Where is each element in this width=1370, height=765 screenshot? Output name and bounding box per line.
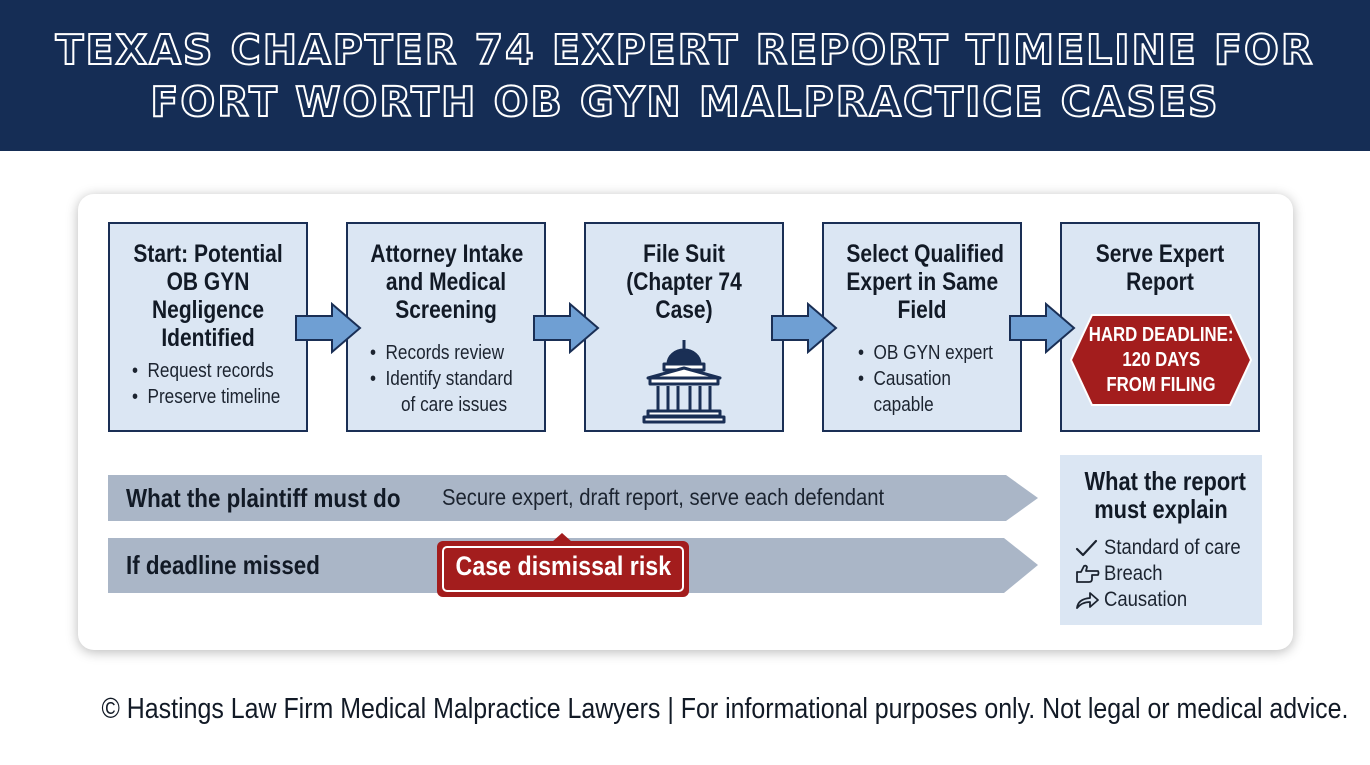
step-start: Start: Potential OB GYN Negligence Ident… <box>108 222 308 432</box>
step-title-line: File Suit <box>643 240 725 268</box>
bullet-item: of care issues <box>400 394 508 416</box>
step-title-line: and Medical <box>385 268 507 296</box>
step-title-line: Select Qualified <box>846 240 1004 268</box>
step-select-expert: Select Qualified Expert in Same Field OB… <box>822 222 1022 432</box>
report-item-label: Breach <box>1104 562 1163 585</box>
bullet-item: Records review <box>370 340 513 366</box>
report-requirements-box: What the report must explain Standard of… <box>1060 455 1262 625</box>
bullet-item: Request records <box>132 358 275 384</box>
plaintiff-band-label: What the plaintiff must do <box>126 483 401 513</box>
step-attorney-intake: Attorney Intake and Medical Screening Re… <box>346 222 546 432</box>
step-title-line: Serve Expert <box>1095 240 1225 268</box>
step-title-line: Expert in Same <box>846 268 999 296</box>
step-file-suit: File Suit (Chapter 74 Case) <box>584 222 784 432</box>
forward-arrow-icon <box>1076 592 1099 609</box>
deadline-octagon-shape <box>1070 314 1252 406</box>
report-title-line: must explain <box>1094 494 1228 524</box>
plaintiff-band: What the plaintiff must do Secure expert… <box>108 475 1040 521</box>
courthouse-icon <box>642 340 726 424</box>
bullet-item: OB GYN expert <box>858 340 992 366</box>
step-title-line: OB GYN <box>166 268 250 296</box>
hard-deadline-badge: HARD DEADLINE: 120 DAYS FROM FILING <box>1070 314 1252 406</box>
checkmark-icon <box>1075 539 1098 557</box>
report-title-line: What the report <box>1084 466 1246 496</box>
step-title-line: (Chapter 74 <box>626 268 742 296</box>
step-title-line: Case) <box>655 296 713 324</box>
flow-arrow-icon <box>295 302 362 354</box>
deadline-line: 120 DAYS <box>1122 348 1200 371</box>
step-title: Serve Expert Report <box>1084 240 1235 296</box>
flow-arrow-icon <box>533 302 600 354</box>
report-item-causation: Causation <box>1074 587 1252 613</box>
step-bullets: Request records Preserve timeline <box>118 358 298 410</box>
step-title-line: Screening <box>395 296 497 324</box>
bullet-item: capable <box>873 394 934 416</box>
report-item-label: Causation <box>1104 588 1188 611</box>
plaintiff-band-text: Secure expert, draft report, serve each … <box>442 484 885 510</box>
report-item-breach: Breach <box>1074 561 1252 587</box>
page-title-line-1: TEXAS CHAPTER 74 EXPERT REPORT TIMELINE … <box>55 25 1315 75</box>
footer-disclaimer: © Hastings Law Firm Medical Malpractice … <box>0 693 1370 726</box>
deadline-line: FROM FILING <box>1106 373 1216 396</box>
report-title: What the report must explain <box>1084 466 1246 524</box>
step-title-line: Report <box>1126 268 1194 296</box>
header-banner: TEXAS CHAPTER 74 EXPERT REPORT TIMELINE … <box>0 0 1370 151</box>
dismissal-risk-badge: Case dismissal risk <box>436 532 690 598</box>
step-title: Select Qualified Expert in Same Field <box>846 240 1004 324</box>
step-title-line: Start: Potential <box>133 240 283 268</box>
report-item-label: Standard of care <box>1104 536 1241 559</box>
bullet-item: Preserve timeline <box>132 384 280 410</box>
bullet-item: Causation <box>858 366 990 392</box>
bullet-item: Identify standard <box>370 366 513 392</box>
dismissal-badge-shape <box>437 533 689 597</box>
dismissal-risk-text: Case dismissal risk <box>455 551 671 581</box>
step-title: Start: Potential OB GYN Negligence Ident… <box>132 240 283 352</box>
step-bullets: Records review Identify standard of care… <box>356 340 536 418</box>
step-title-line: Identified <box>161 324 255 352</box>
step-title: Attorney Intake and Medical Screening <box>370 240 524 324</box>
pointing-hand-icon <box>1076 564 1100 583</box>
step-title-line: Field <box>897 296 947 324</box>
step-title-line: Attorney Intake <box>370 240 524 268</box>
flow-arrow-icon <box>771 302 838 354</box>
dismissal-risk-label: Case dismissal risk <box>436 532 690 598</box>
report-list: Standard of care Breach Causation <box>1070 535 1252 613</box>
flow-arrow-icon <box>1009 302 1076 354</box>
deadline-missed-label: If deadline missed <box>126 550 320 580</box>
report-item-standard-of-care: Standard of care <box>1074 535 1252 561</box>
step-title-line: Negligence <box>151 296 265 324</box>
deadline-line: HARD DEADLINE: <box>1088 323 1234 346</box>
page-title-line-2: FORT WORTH OB GYN MALPRACTICE CASES <box>149 77 1220 127</box>
step-bullets: OB GYN expert Causation capable <box>832 340 1012 418</box>
step-title: File Suit (Chapter 74 Case) <box>608 240 759 324</box>
band-arrow-shape <box>108 475 1038 521</box>
footer-text: © Hastings Law Firm Medical Malpractice … <box>101 693 1349 725</box>
